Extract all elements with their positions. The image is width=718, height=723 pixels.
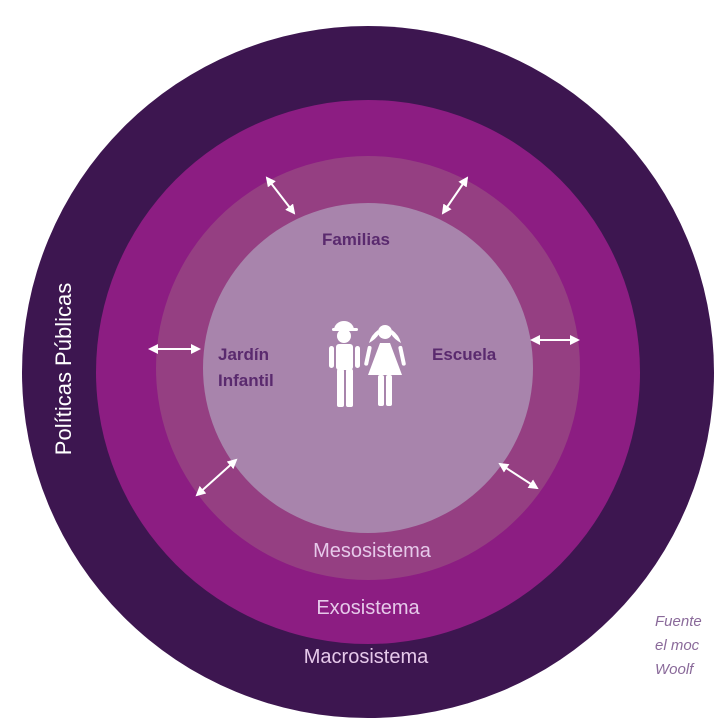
caption-line-1: Fuente	[655, 613, 702, 630]
interaction-arrows	[148, 176, 580, 497]
kindergarten-label: Jardín Infantil	[218, 345, 274, 390]
double-headed-arrow-icon	[498, 462, 539, 490]
caption-line-3: Woolf	[655, 661, 694, 678]
microsystem-center	[203, 203, 533, 533]
girl-figure-icon	[364, 325, 406, 406]
boy-figure-icon	[329, 321, 360, 407]
kindergarten-label-line2: Infantil	[218, 371, 274, 390]
school-label: Escuela	[432, 345, 497, 364]
families-label: Familias	[322, 230, 390, 249]
mesosystem-label: Mesosistema	[313, 540, 432, 562]
boy-and-girl-icon	[329, 321, 406, 407]
source-caption: Fuente el moc Woolf	[655, 610, 718, 682]
double-headed-arrow-icon	[441, 176, 469, 215]
double-headed-arrow-icon	[195, 458, 238, 497]
exosystem-label: Exosistema	[316, 597, 420, 619]
kindergarten-label-line1: Jardín	[218, 345, 269, 364]
macrosystem-label: Macrosistema	[304, 646, 429, 668]
caption-line-2: el moc	[655, 637, 700, 654]
public-policies-label: Políticas Públicas	[51, 283, 76, 455]
double-headed-arrow-icon	[265, 176, 296, 215]
